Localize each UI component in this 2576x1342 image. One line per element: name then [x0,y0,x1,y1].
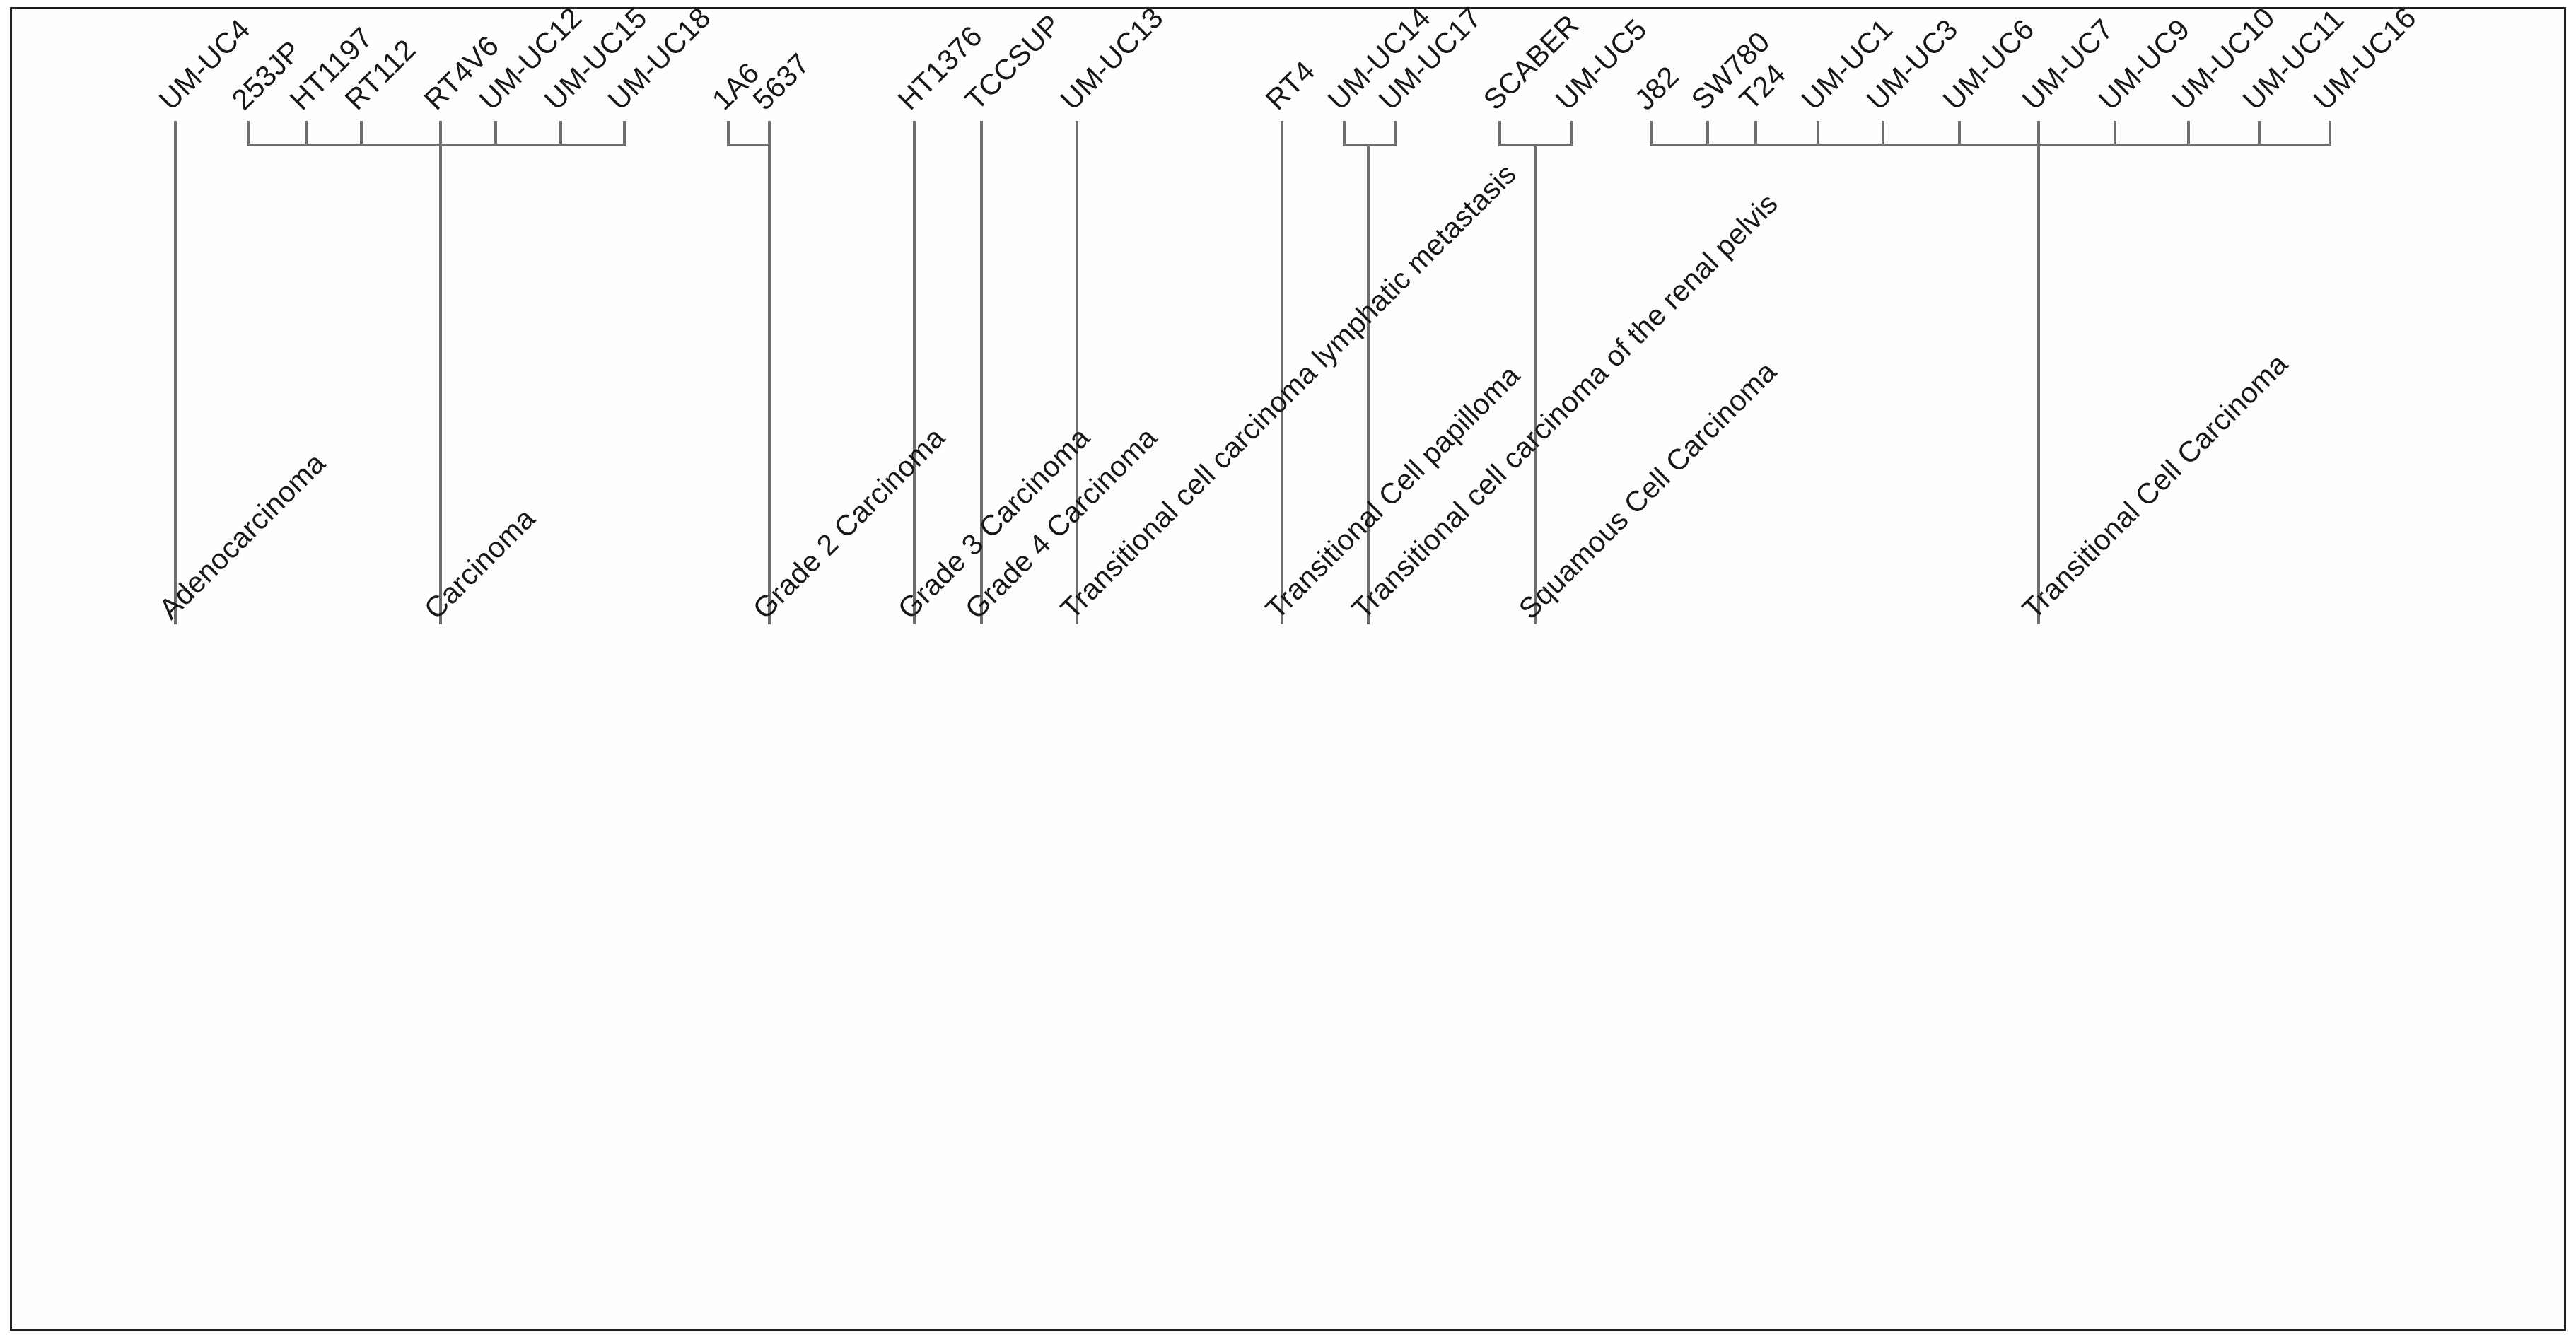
cell-line-tick [2329,121,2331,146]
cell-line-tick [1882,121,1884,146]
cell-line-label: 5637 [746,47,816,117]
category-label: Transitional cell carcinoma lymphatic me… [1054,157,1522,626]
cell-line-tick [2037,121,2040,146]
cell-line-tick [913,121,916,147]
category-drop-line [1076,147,1078,624]
category-drop-line [1367,146,1370,624]
category-bracket [1343,144,1397,146]
cell-line-label: UM-UC13 [1054,1,1170,117]
category-bracket [1650,144,2331,146]
cell-line-tick [1394,121,1397,146]
category-drop-line [1281,147,1283,624]
cell-line-tick [1498,121,1501,146]
cell-line-tick [623,121,626,146]
cell-line-tick [768,121,771,146]
cell-line-label: TCCSUP [958,8,1067,117]
category-drop-line [1534,146,1537,624]
cell-line-tick [2187,121,2190,146]
cell-line-tick [980,121,983,147]
cell-line-tick [494,121,497,146]
cell-line-tick [1958,121,1961,146]
cell-line-tick [1076,121,1078,147]
cell-line-tick [559,121,562,146]
cell-line-tick [2258,121,2261,146]
category-drop-line [439,146,442,624]
cell-line-tick [439,121,442,146]
category-drop-line [2037,146,2040,624]
category-label: Carcinoma [417,501,542,626]
category-drop-line [174,147,177,624]
cell-line-tick [1706,121,1709,146]
cell-line-tick [1570,121,1573,146]
cell-line-label: J82 [1628,59,1685,117]
cell-line-tick [247,121,250,146]
category-drop-line [913,147,916,624]
cell-line-tick [1650,121,1653,146]
category-label: Transitional Cell Carcinoma [2015,347,2295,626]
cell-line-tick [174,121,177,147]
category-label: Adenocarcinoma [152,446,332,626]
category-bracket [1498,144,1573,146]
cell-line-tick [305,121,308,146]
category-bracket [727,144,771,146]
cell-line-tick [1817,121,1819,146]
cell-line-tick [1754,121,1757,146]
cell-line-label: RT4 [1259,54,1322,117]
category-drop-line [768,146,771,624]
cell-line-tick [360,121,363,146]
cell-line-tick [2114,121,2116,146]
category-drop-line [980,147,983,624]
cell-line-tick [727,121,730,146]
cell-line-tick [1343,121,1346,146]
category-bracket [247,144,626,146]
cell-line-tick [1281,121,1283,147]
